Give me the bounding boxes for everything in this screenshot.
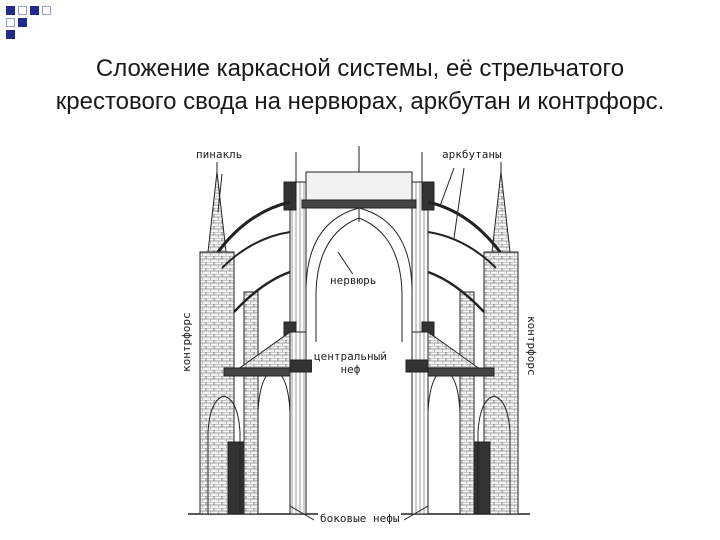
cathedral-section-diagram: пинакль аркбутаны нервюрь центральный не… xyxy=(178,142,540,528)
label-pinnacle: пинакль xyxy=(194,148,245,161)
label-buttress-right: контрфорс xyxy=(525,314,538,378)
label-central-nave-line1: центральный xyxy=(314,350,387,363)
label-side-naves: боковые нефы xyxy=(318,512,402,525)
slide-title: Сложение каркасной системы, её стрельчат… xyxy=(40,52,680,118)
label-rib: нервюрь xyxy=(328,274,379,287)
decor-square xyxy=(6,18,15,27)
decor-square xyxy=(30,6,39,15)
decor-square xyxy=(42,6,51,15)
title-line: Сложение каркасной системы, её стрельчат… xyxy=(95,55,625,82)
decor-square xyxy=(18,18,27,27)
title-line: крестового свода на нервюрах, аркбутан и… xyxy=(55,88,665,115)
label-central-nave: центральный неф xyxy=(312,350,389,376)
decor-square xyxy=(6,30,15,39)
decor-square xyxy=(18,6,27,15)
label-central-nave-line2: неф xyxy=(340,363,361,376)
label-flying-buttresses: аркбутаны xyxy=(440,148,504,161)
label-buttress-left: контрфорс xyxy=(180,310,193,374)
decor-square xyxy=(6,6,15,15)
cathedral-drawing xyxy=(188,146,530,521)
